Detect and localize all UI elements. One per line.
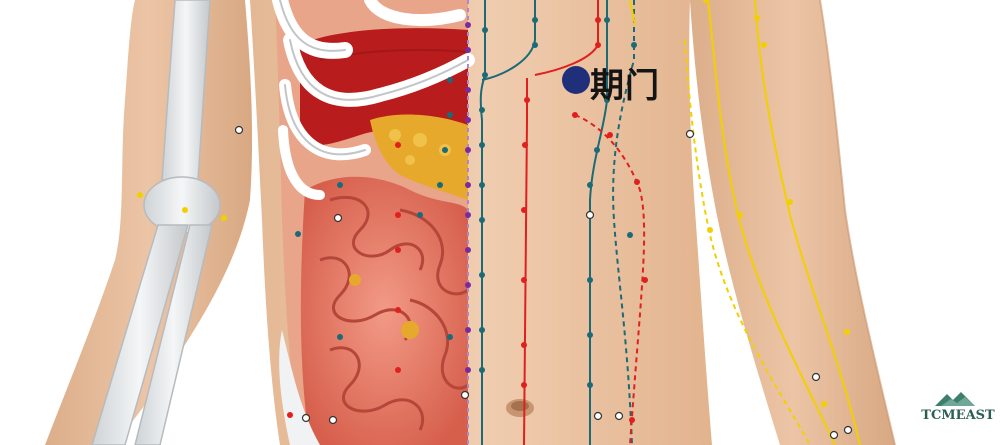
arm-bones: [91, 0, 221, 445]
yellow-points: [137, 0, 850, 407]
right-arm-edge: [819, 0, 896, 445]
qimen-point-marker: [562, 66, 590, 94]
intestines: [300, 176, 469, 445]
brand-logo: TCMEAST: [918, 392, 998, 438]
logo-text: TCMEAST: [921, 408, 995, 423]
teal-points: [295, 17, 637, 388]
red-points: [287, 17, 648, 423]
logo-mountain-icon: [935, 392, 975, 406]
acupoint-label: 期门: [590, 66, 660, 106]
purple-points: [465, 22, 471, 373]
white-points: [234, 125, 853, 440]
